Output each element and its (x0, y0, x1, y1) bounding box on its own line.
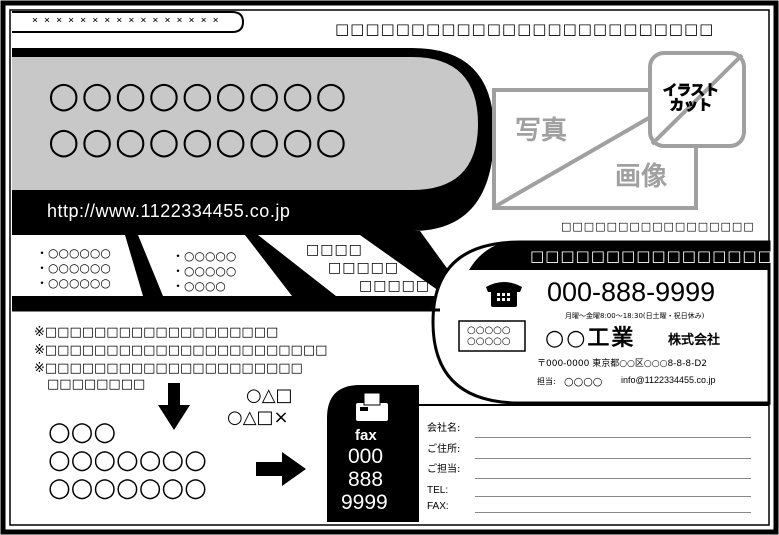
circles-row-1: ○○○ (48, 417, 117, 447)
strip-c (258, 235, 446, 296)
form-company-field[interactable] (475, 437, 751, 438)
down-arrow (158, 383, 190, 430)
strip-a-line-1: ・○○○○○○ (36, 246, 111, 260)
strip-c-line-1: □□□□ (306, 242, 363, 258)
note-3: ※□□□□□□□□□□□□□□□□□□□□□ (34, 361, 303, 376)
top-square-row: □□□□□□□□□□□□□□□□□□□□□□□□□ (335, 20, 715, 38)
fax-number-2: 888 (348, 468, 384, 491)
company-logo: ○○○○○ ○○○○○ (467, 325, 511, 347)
website-url[interactable]: http://www.1122334455.co.jp (47, 201, 291, 221)
phone-number[interactable]: 000-888-9999 (547, 277, 716, 307)
form-person-label: ご担当: (427, 464, 461, 475)
form-company-label: 会社名: (427, 423, 461, 434)
fax-number-1: 000 (348, 445, 384, 468)
note-2: ※□□□□□□□□□□□□□□□□□□□□□□□ (34, 343, 328, 358)
strip-c-line-3: □□□□□ (359, 278, 431, 294)
fax-number-3: 9999 (341, 491, 388, 514)
logo-box (458, 320, 526, 352)
strip-b (138, 235, 292, 296)
xmark-tab (12, 11, 245, 33)
right-arrow (256, 452, 306, 486)
strip-b-line-1: ・○○○○○ (172, 249, 237, 263)
shapes-row-1: ○△□ (246, 385, 293, 406)
xmark-row: × × × × × × × × × × × × × × × × (32, 15, 219, 26)
company-suffix: 株式会社 (668, 333, 721, 348)
company-bubble (431, 240, 771, 405)
form-fax-field[interactable] (475, 512, 751, 513)
circles-row-3: ○○○○○○○ (48, 473, 207, 503)
fax-label: fax (355, 427, 377, 444)
fax-block (327, 385, 418, 522)
form-person-field[interactable] (475, 478, 751, 479)
telephone-icon-graphic (486, 282, 522, 307)
circles-row-2: ○○○○○○○ (48, 445, 207, 475)
image-label: 画像 (615, 162, 668, 192)
headline-line-1: ○○○○○○○○○ (48, 75, 349, 116)
company-header-text: □□□□□□□□□□□□□□□□ (530, 247, 773, 265)
company-header-bar (469, 242, 769, 270)
business-hours: 月曜～金曜8:00～18:30(日土曜・祝日休み) (565, 312, 705, 320)
shapes-row-2: ○△□× (227, 407, 289, 428)
illustration-label: イラスト カット (663, 83, 720, 114)
strip-a-line-3: ・○○○○○○ (36, 276, 111, 290)
strip-b-line-3: ・○○○○ (172, 279, 226, 293)
form-address-label: ご住所: (427, 444, 461, 455)
fax-machine-icon-graphic (356, 392, 388, 421)
form-fax-label: FAX: (427, 501, 449, 512)
company-address: 〒000-0000 東京都○○区○○○8-8-8-D2 (537, 359, 708, 369)
contact-label: 担当: (537, 377, 556, 386)
strip-a (12, 235, 143, 296)
form-tel-label: TEL: (427, 485, 449, 496)
company-name: ○○工業 (545, 326, 636, 351)
strip-a-line-2: ・○○○○○○ (36, 261, 111, 275)
note-4: □□□□□□□□ (47, 377, 146, 392)
note-1: ※□□□□□□□□□□□□□□□□□□□ (34, 325, 279, 340)
photo-label: 写真 (515, 116, 568, 146)
form-address-field[interactable] (475, 458, 751, 459)
strip-b-line-2: ・○○○○○ (172, 264, 237, 278)
headline-panel (12, 57, 478, 190)
strip-c-line-2: □□□□□ (328, 260, 400, 276)
contact-name: ○○○○ (564, 375, 603, 388)
headline-line-2: ○○○○○○○○○ (48, 121, 349, 162)
photo-caption: □□□□□□□□□□□□□□□□□ (561, 220, 755, 233)
company-email[interactable]: info@1122334455.co.jp (621, 375, 716, 385)
form-tel-field[interactable] (475, 496, 751, 497)
